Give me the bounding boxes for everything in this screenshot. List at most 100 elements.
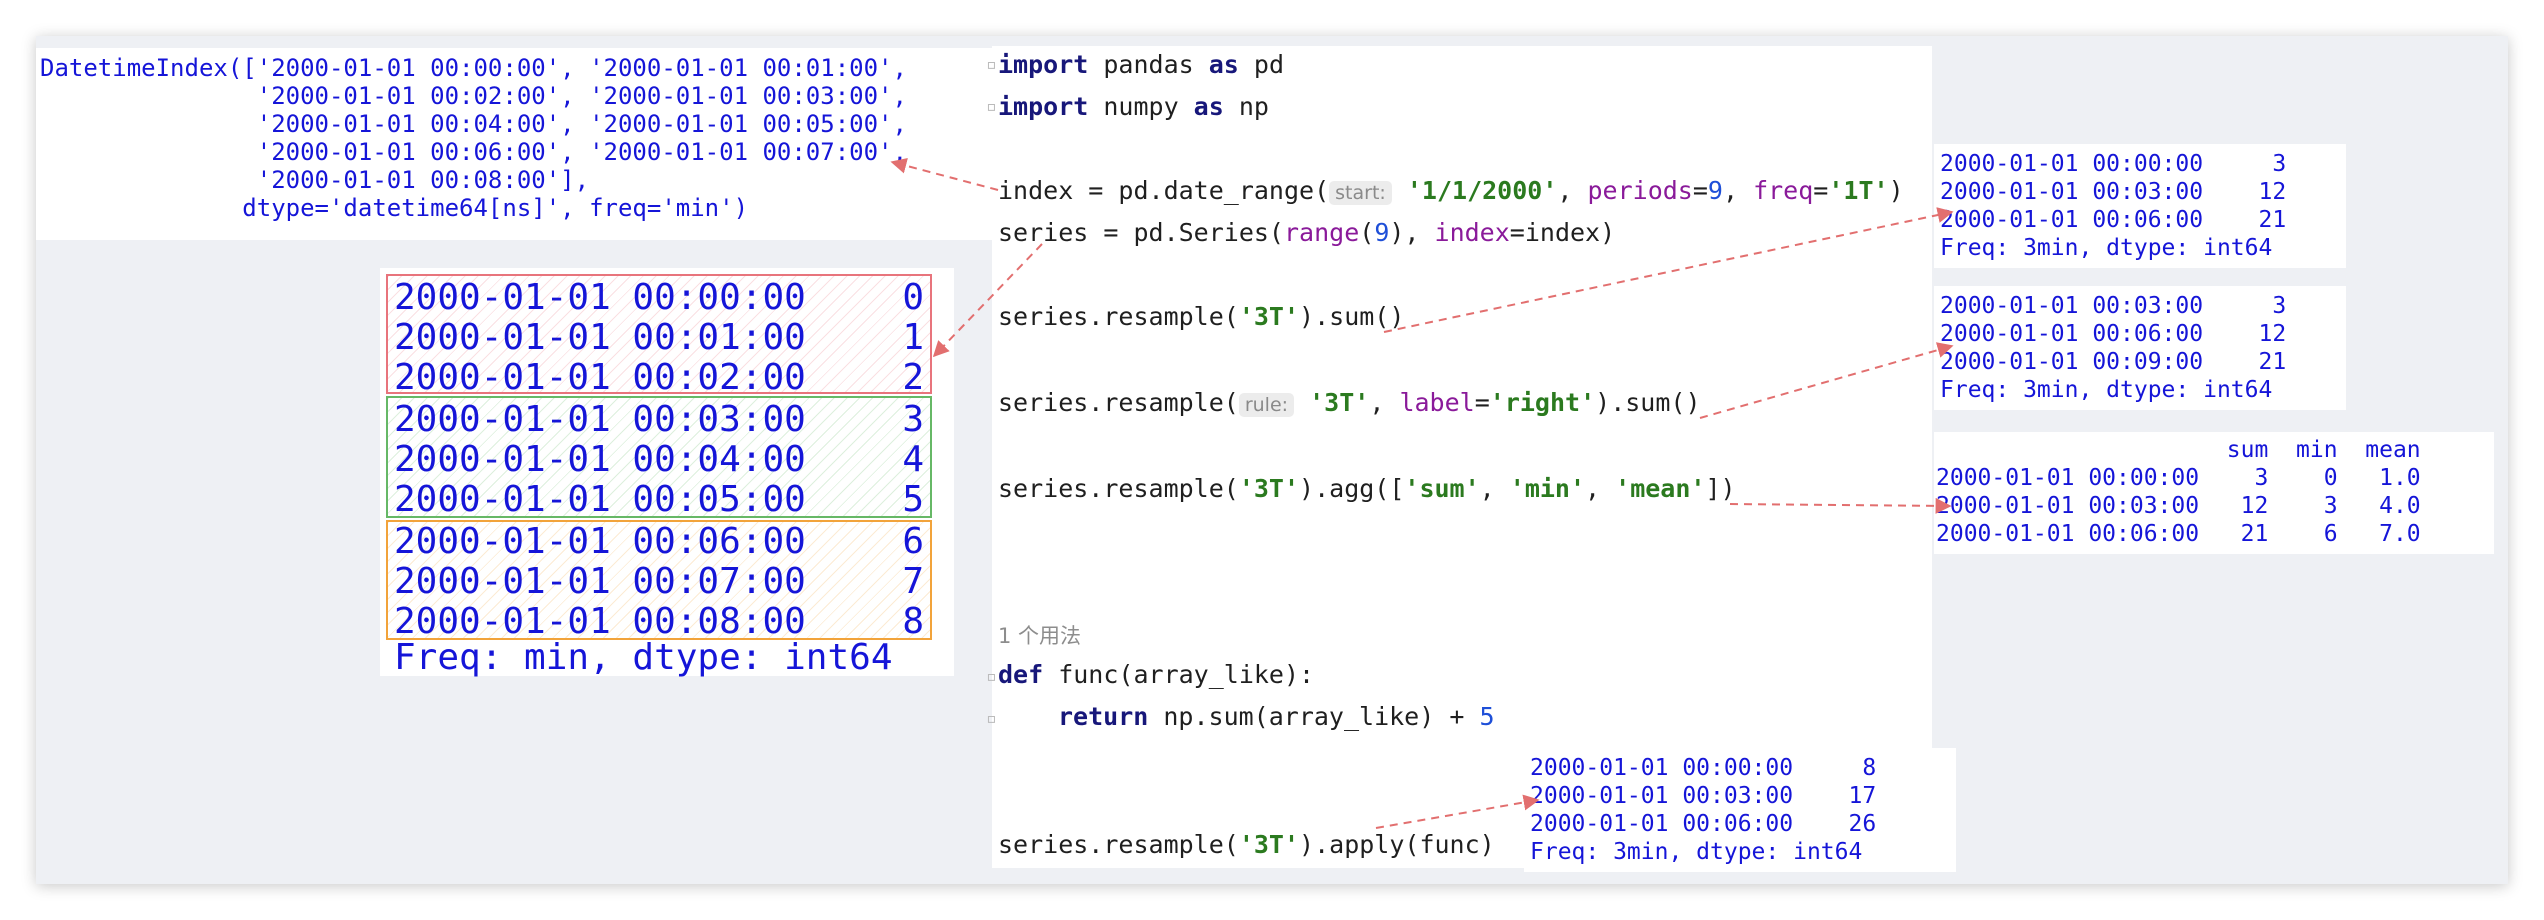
- string-literal: '3T': [1238, 830, 1300, 859]
- code-token: pandas: [1088, 50, 1209, 79]
- series-row: 2000-01-01 00:02:00 2: [394, 358, 924, 398]
- value: 5: [902, 479, 924, 520]
- output-line: '2000-01-01 00:04:00', '2000-01-01 00:05…: [40, 110, 907, 138]
- timestamp: 2000-01-01 00:07:00: [394, 561, 806, 602]
- code-token: np.sum(array_like) +: [1148, 702, 1480, 731]
- code-token: ,: [1369, 388, 1400, 417]
- series-row: 2000-01-01 00:05:00 5: [394, 480, 924, 520]
- output-header: sum min mean: [1936, 437, 2421, 463]
- code-token: ).sum(): [1595, 388, 1701, 417]
- output-line: 2000-01-01 00:00:00 3: [1940, 151, 2287, 177]
- value: 1: [902, 317, 924, 358]
- arrow-sum-to-result: [1383, 207, 1954, 333]
- code-line-def-func[interactable]: def func(array_like):: [998, 660, 1314, 690]
- output-line: 2000-01-01 00:06:00 21: [1940, 207, 2287, 233]
- code-token: ): [1888, 176, 1904, 205]
- code-token: ).sum(): [1299, 302, 1405, 331]
- string-literal: 'min': [1509, 474, 1586, 503]
- result-sum-output: 2000-01-01 00:00:00 3 2000-01-01 00:03:0…: [1934, 144, 2346, 268]
- value: 6: [902, 521, 924, 562]
- output-line: 2000-01-01 00:06:00 21 6 7.0: [1936, 521, 2421, 547]
- code-line-import-pandas[interactable]: import pandas as pd: [998, 50, 1284, 80]
- code-line-return[interactable]: return np.sum(array_like) + 5: [1058, 702, 1495, 732]
- code-line-import-numpy[interactable]: import numpy as np: [998, 92, 1269, 122]
- param-hint: start:: [1329, 181, 1392, 205]
- param-name: periods: [1587, 176, 1693, 205]
- timestamp: 2000-01-01 00:03:00: [394, 399, 806, 440]
- fold-marker-icon[interactable]: ▫: [986, 708, 997, 729]
- output-line: '2000-01-01 00:02:00', '2000-01-01 00:03…: [40, 82, 907, 110]
- number-literal: 9: [1707, 176, 1723, 205]
- builtin-name: range: [1283, 218, 1360, 247]
- code-line-resample-apply[interactable]: series.resample('3T').apply(func): [998, 830, 1495, 860]
- keyword: import: [998, 92, 1089, 121]
- fold-marker-icon[interactable]: ▫: [986, 666, 997, 687]
- code-token: np: [1223, 92, 1269, 121]
- output-line: 2000-01-01 00:06:00 12: [1940, 321, 2287, 347]
- code-token: pd: [1238, 50, 1284, 79]
- output-line: Freq: 3min, dtype: int64: [1940, 377, 2273, 403]
- code-line-resample-sum-right[interactable]: series.resample(rule: '3T', label='right…: [998, 388, 1701, 420]
- series-row: 2000-01-01 00:04:00 4: [394, 440, 924, 480]
- series-row: 2000-01-01 00:07:00 7: [394, 562, 924, 602]
- output-line: 2000-01-01 00:03:00 12 3 4.0: [1936, 493, 2421, 519]
- result-apply-output: 2000-01-01 00:00:00 8 2000-01-01 00:03:0…: [1524, 748, 1956, 872]
- string-literal: '1T': [1828, 176, 1889, 205]
- annotation-arrows: [890, 157, 1954, 829]
- output-line: 2000-01-01 00:06:00 26: [1530, 811, 1877, 837]
- code-token: ),: [1389, 218, 1435, 247]
- keyword: return: [1058, 702, 1149, 731]
- result-agg-output: sum min mean 2000-01-01 00:00:00 3 0 1.0…: [1934, 432, 2494, 554]
- code-token: ,: [1722, 176, 1754, 205]
- group-box-third: [386, 520, 932, 640]
- string-literal: '3T': [1309, 388, 1370, 417]
- param-name: index: [1434, 218, 1510, 247]
- string-literal: '3T': [1238, 302, 1300, 331]
- string-literal: 'sum': [1404, 474, 1480, 503]
- fold-marker-icon[interactable]: ▫: [986, 96, 997, 117]
- output-line: '2000-01-01 00:06:00', '2000-01-01 00:07…: [40, 138, 907, 166]
- code-line-resample-agg[interactable]: series.resample('3T').agg(['sum', 'min',…: [998, 474, 1736, 504]
- output-line: 2000-01-01 00:00:00 8: [1530, 755, 1877, 781]
- string-literal: 'right': [1489, 388, 1596, 417]
- timestamp: 2000-01-01 00:02:00: [394, 357, 806, 398]
- param-name: freq: [1753, 176, 1814, 205]
- code-token: ]): [1705, 474, 1736, 503]
- output-line: Freq: 3min, dtype: int64: [1530, 839, 1863, 865]
- fold-marker-icon[interactable]: ▫: [986, 54, 997, 75]
- string-literal: '1/1/2000': [1406, 176, 1558, 205]
- value: 7: [902, 561, 924, 602]
- number-literal: 5: [1479, 702, 1495, 731]
- code-line-resample-sum[interactable]: series.resample('3T').sum(): [998, 302, 1404, 332]
- code-token: ).agg([: [1299, 474, 1405, 503]
- series-row: 2000-01-01 00:01:00 1: [394, 318, 924, 358]
- code-token: =: [1474, 388, 1490, 417]
- timestamp: 2000-01-01 00:04:00: [394, 439, 806, 480]
- output-line: dtype='datetime64[ns]', freq='min'): [40, 194, 749, 222]
- code-token: ,: [1585, 474, 1616, 503]
- output-line: 2000-01-01 00:03:00 12: [1940, 179, 2287, 205]
- output-line: 2000-01-01 00:03:00 17: [1530, 783, 1877, 809]
- output-line: DatetimeIndex(['2000-01-01 00:00:00', '2…: [40, 54, 907, 82]
- code-line-series[interactable]: series = pd.Series(range(9), index=index…: [998, 218, 1615, 248]
- output-line: 2000-01-01 00:09:00 21: [1940, 349, 2287, 375]
- output-line: '2000-01-01 00:08:00'],: [40, 166, 590, 194]
- arrow-date-range-to-index: [890, 157, 999, 191]
- timestamp: 2000-01-01 00:05:00: [394, 479, 806, 520]
- keyword: as: [1208, 50, 1239, 79]
- code-token: ).apply(func): [1299, 830, 1495, 859]
- timestamp: 2000-01-01 00:08:00: [394, 601, 806, 642]
- usage-hint[interactable]: 1 个用法: [998, 624, 1082, 648]
- code-token: ,: [1479, 474, 1510, 503]
- code-line-date-range[interactable]: index = pd.date_range(start: '1/1/2000',…: [998, 176, 1904, 208]
- string-literal: 'mean': [1615, 474, 1706, 503]
- keyword: as: [1193, 92, 1224, 121]
- param-name: label: [1399, 388, 1475, 417]
- value: 4: [902, 439, 924, 480]
- code-editor[interactable]: ▫ import pandas as pd ▫ import numpy as …: [986, 46, 1932, 868]
- timestamp: 2000-01-01 00:01:00: [394, 317, 806, 358]
- value: 2: [902, 357, 924, 398]
- output-line: 2000-01-01 00:00:00 3 0 1.0: [1936, 465, 2421, 491]
